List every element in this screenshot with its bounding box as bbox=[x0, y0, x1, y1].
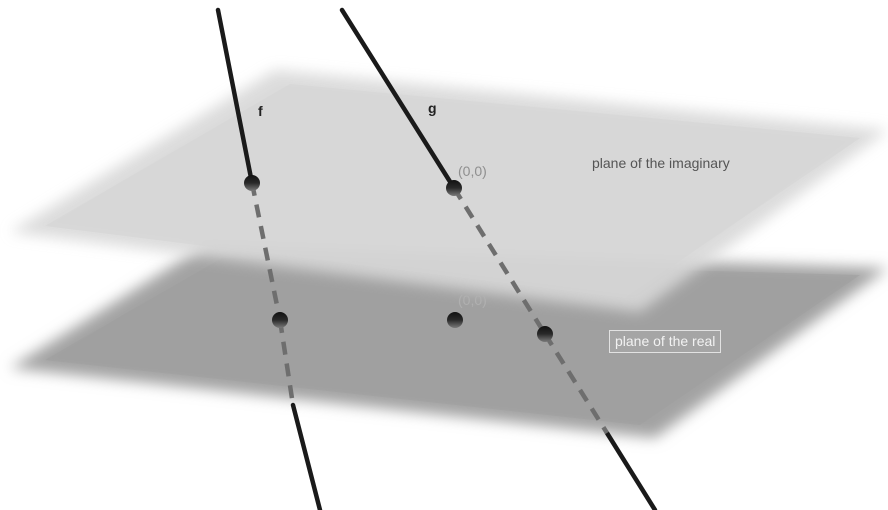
origin-imaginary-label: (0,0) bbox=[458, 163, 487, 179]
line-g-dashed-real bbox=[543, 332, 609, 435]
point-f-real[interactable] bbox=[272, 312, 288, 328]
imaginary-plane-label: plane of the imaginary bbox=[592, 155, 730, 171]
line-f-dashed-real bbox=[277, 319, 296, 406]
line-f-lower-segment bbox=[290, 402, 323, 510]
origin-real-label: (0,0) bbox=[458, 292, 487, 308]
line-g-dashed-between-planes bbox=[452, 186, 547, 336]
line-f-upper-segment bbox=[215, 7, 255, 186]
line-g-upper-segment bbox=[339, 7, 457, 191]
point-origin-real[interactable] bbox=[447, 312, 463, 328]
line-f-dashed-between-planes bbox=[249, 182, 283, 321]
real-plane-label: plane of the real bbox=[609, 330, 722, 353]
point-g-real[interactable] bbox=[537, 326, 553, 342]
line-g-lower-segment bbox=[604, 430, 658, 510]
point-f-imaginary[interactable] bbox=[244, 175, 260, 191]
point-g-imaginary-origin[interactable] bbox=[446, 180, 462, 196]
line-g-label: g bbox=[428, 100, 437, 116]
line-f-label: f bbox=[258, 103, 263, 119]
